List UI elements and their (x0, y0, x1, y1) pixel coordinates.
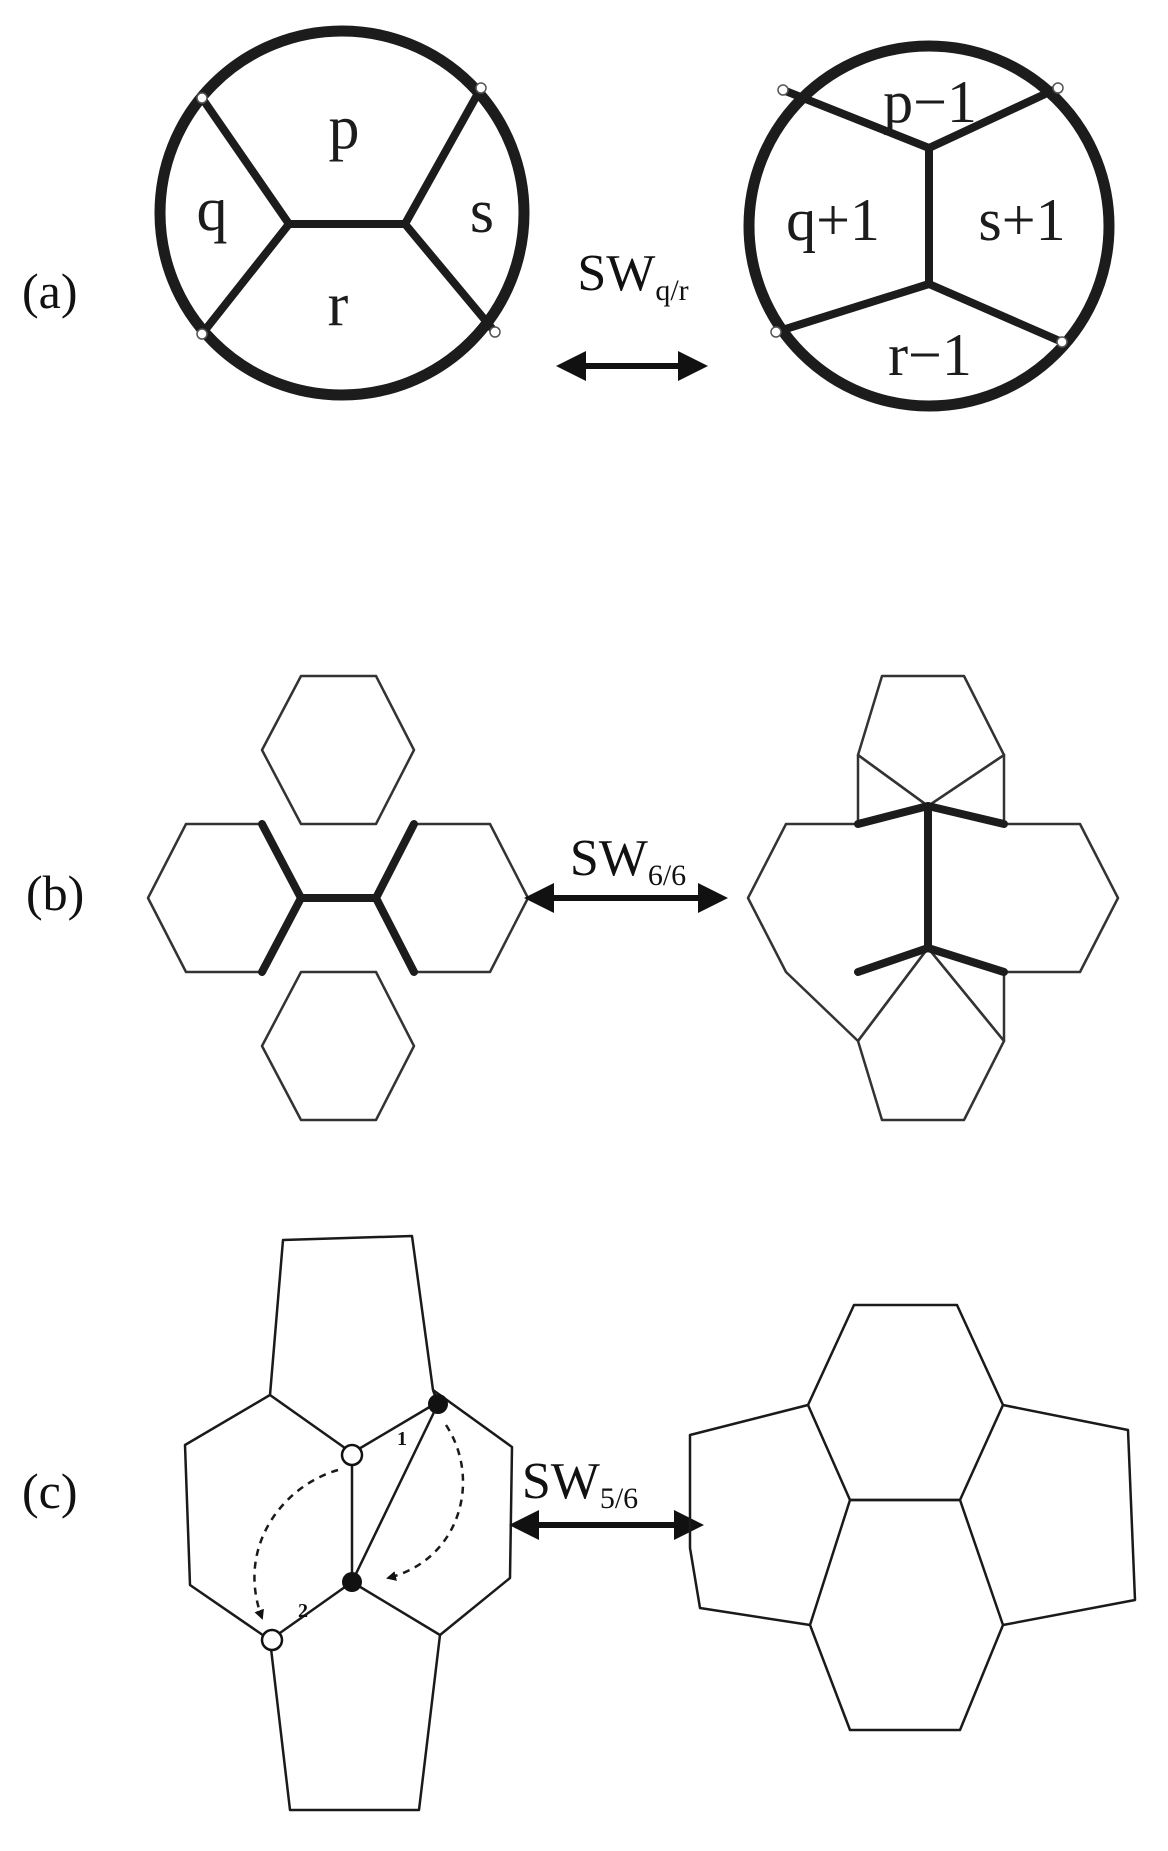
transform-label-a: SWq/r (577, 245, 688, 307)
panel-b-left-bold-bonds (372, 820, 418, 976)
face-label-p-minus-1: p−1 (883, 69, 977, 135)
panel-a-right-edges-bottom (772, 280, 1066, 346)
panel-c: (c) 1 2 (22, 1234, 1137, 1812)
hexagon-top-c (806, 1303, 1005, 1502)
panel-c-label: (c) (22, 1463, 78, 1519)
pentagon-top (856, 674, 1006, 808)
panel-c-left-graph: 1 2 (183, 1234, 514, 1812)
dashed-move-arrow-2 (253, 1468, 339, 1620)
panel-a-left-edge-lower-right (401, 220, 499, 336)
hexagon-bottom (260, 970, 416, 1122)
panel-c-left-inner-bonds (269, 1393, 354, 1642)
face-label-p: p (329, 94, 360, 162)
hexagon-right-c (1002, 1403, 1137, 1627)
step-label-2: 2 (298, 1600, 308, 1622)
transform-label-b: SW6/6 (570, 830, 686, 892)
panel-a-left-node (489, 326, 501, 338)
panel-b-right-graph (746, 674, 1120, 1122)
panel-c-left-cell-bottom (268, 1634, 442, 1812)
panel-b-left-bold-bonds (258, 820, 305, 976)
panel-a-left-node (196, 328, 208, 340)
hexagon-bottom-c (808, 1498, 1005, 1732)
atom-filled-lower (342, 1572, 362, 1592)
atom-filled-upper (428, 1394, 448, 1414)
panel-a-left-ring (154, 25, 530, 401)
heptagon-left (746, 753, 930, 1043)
heptagon-right (926, 753, 1120, 1043)
panel-c-right-graph (688, 1303, 1137, 1732)
face-label-r-minus-1: r−1 (888, 322, 972, 388)
panel-a-right-node (1052, 82, 1064, 94)
panel-a-left-node (196, 92, 208, 104)
atom-open-upper (340, 1443, 364, 1467)
transform-label-c: SW5/6 (522, 1453, 638, 1515)
panel-a-right-node (770, 326, 782, 338)
panel-c-left-inner-bonds (351, 1580, 441, 1637)
pentagon-bottom (856, 946, 1006, 1122)
atom-open-lower (260, 1628, 284, 1652)
panel-c-left-cell-left (183, 1393, 271, 1642)
step-label-1: 1 (397, 1428, 407, 1450)
panel-a-right-node (777, 84, 789, 96)
face-label-s: s (470, 178, 494, 246)
face-label-q-plus-1: q+1 (786, 187, 880, 253)
panel-b-right-bold-bonds (854, 944, 1008, 976)
panel-a-left-edge-lower-left (198, 220, 293, 338)
panel-b-left-graph (146, 674, 530, 1122)
panel-a-left-graph: p q s r (154, 25, 530, 401)
panel-a-label: (a) (22, 263, 78, 319)
panel-a-right-ring (743, 40, 1115, 412)
panel-a-right-graph: p−1 q+1 s+1 r−1 (743, 40, 1115, 412)
face-label-r: r (328, 271, 349, 339)
panel-c-left-cell-top (268, 1234, 435, 1396)
panel-a-left-node (475, 82, 487, 94)
panel-a-left-edges (198, 84, 485, 228)
panel-c-left-inner-bonds (351, 1389, 440, 1455)
hexagon-top (260, 674, 416, 826)
face-label-q: q (197, 176, 228, 244)
panel-c-left-cell-right (432, 1388, 514, 1636)
hexagon-left-c (688, 1403, 811, 1627)
panel-a: (a) p q s r SWq/r (22, 25, 1115, 412)
face-label-s-plus-1: s+1 (978, 187, 1065, 253)
panel-c-left-inner-bond (350, 1403, 440, 1583)
dashed-move-arrow-1 (386, 1424, 465, 1581)
panel-a-right-node (1056, 336, 1068, 348)
panel-b-label: (b) (26, 865, 84, 921)
panel-b: (b) SW6/6 (26, 674, 1120, 1122)
